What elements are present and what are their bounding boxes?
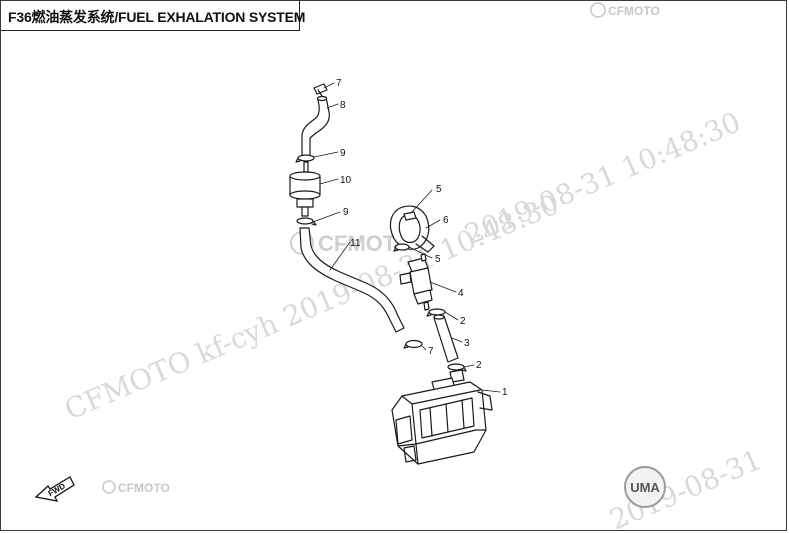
filter-part-10 — [289, 161, 321, 217]
logo-top-right: CFMOTO — [590, 2, 660, 18]
callout-10: 10 — [340, 175, 352, 186]
hose-part-11 — [299, 227, 405, 333]
valve-part-4 — [399, 253, 433, 311]
callout-9-top: 9 — [340, 148, 346, 159]
callout-labels: 7 8 9 10 9 11 5 6 5 4 2 3 7 2 1 — [336, 78, 508, 398]
callout-7-top: 7 — [336, 78, 342, 89]
logo-bottom-left: CFMOTO — [102, 480, 170, 495]
callout-2-bottom: 2 — [476, 360, 482, 371]
callout-3: 3 — [464, 338, 470, 349]
callout-11: 11 — [350, 238, 361, 249]
uma-emblem-icon — [624, 466, 666, 508]
callout-5-top: 5 — [436, 184, 442, 195]
callout-9-mid: 9 — [343, 207, 349, 218]
logo-emblem-icon — [590, 2, 606, 18]
title-box: F36燃油蒸发系统/FUEL EXHALATION SYSTEM — [1, 1, 305, 31]
logo-emblem-icon — [102, 480, 116, 494]
logo-text: CFMOTO — [118, 481, 170, 495]
callout-7-bottom: 7 — [428, 346, 434, 357]
logo-text: CFMOTO — [608, 4, 660, 18]
callout-8: 8 — [340, 100, 346, 111]
logo-bottom-right: UMA — [624, 466, 666, 508]
clamp-part-7-top — [313, 83, 328, 97]
callout-1: 1 — [502, 387, 508, 398]
logo-text: UMA — [630, 480, 660, 495]
callout-5-bottom: 5 — [435, 254, 441, 265]
watermark-right: 2019-08-31 10:48:30 — [460, 105, 745, 251]
callout-4: 4 — [458, 288, 464, 299]
callout-2-top: 2 — [460, 316, 466, 327]
callout-6: 6 — [443, 215, 449, 226]
clamp-part-5-top — [403, 211, 417, 221]
clamp-part-9-mid — [296, 217, 317, 226]
watermark-layer: CFMOTO kf-cyh 2019-08-31 10:48:30 2019-0… — [60, 105, 766, 533]
hose-part-8 — [301, 95, 330, 157]
clamp-part-2-bottom — [447, 363, 467, 372]
hose-part-3 — [433, 314, 459, 363]
canister-part-1 — [391, 369, 493, 465]
fwd-arrow-icon: FWD — [34, 476, 75, 502]
clamp-part-7-bottom — [403, 339, 423, 349]
page-title: F36燃油蒸发系统/FUEL EXHALATION SYSTEM — [8, 9, 306, 25]
clamp-part-9-top — [295, 154, 315, 163]
leader-lines — [312, 82, 501, 393]
